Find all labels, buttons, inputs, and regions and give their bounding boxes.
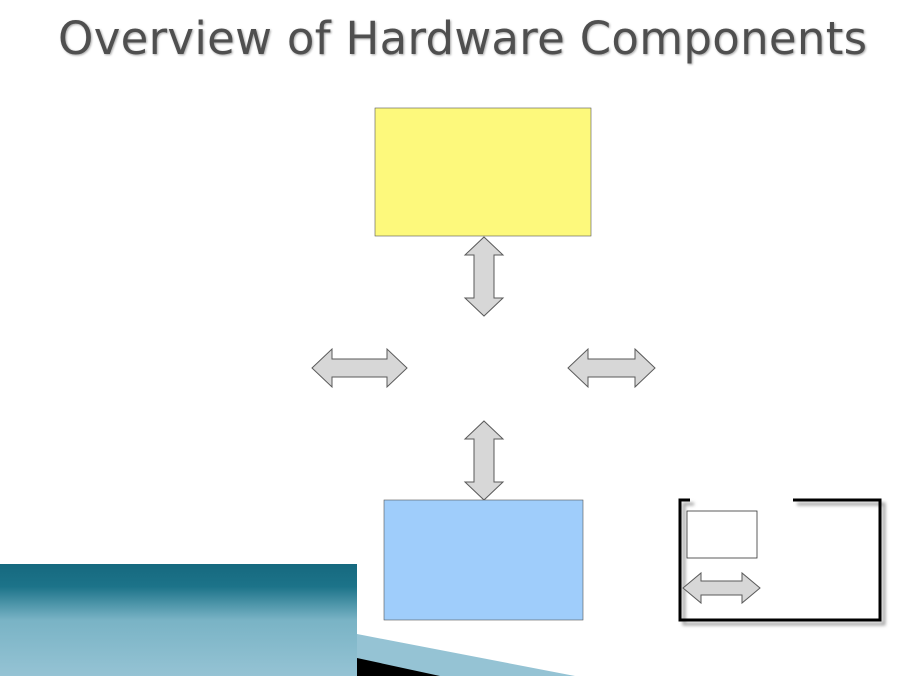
light-wedge	[357, 634, 575, 676]
teal-band	[0, 564, 357, 676]
panel-double-arrow	[682, 571, 761, 605]
slide-title: Overview of Hardware Components	[58, 12, 868, 65]
horizontal-double-arrow-right	[567, 347, 656, 389]
bottom-box	[383, 499, 584, 621]
vertical-double-arrow-lower	[463, 420, 505, 501]
dark-wedge	[357, 658, 440, 676]
framed-panel	[678, 498, 882, 622]
vertical-double-arrow-upper	[463, 236, 505, 317]
framed-panel-inner-box	[686, 510, 758, 559]
top-box	[374, 107, 592, 237]
horizontal-double-arrow-left	[311, 347, 408, 389]
framed-panel-border	[678, 498, 882, 622]
